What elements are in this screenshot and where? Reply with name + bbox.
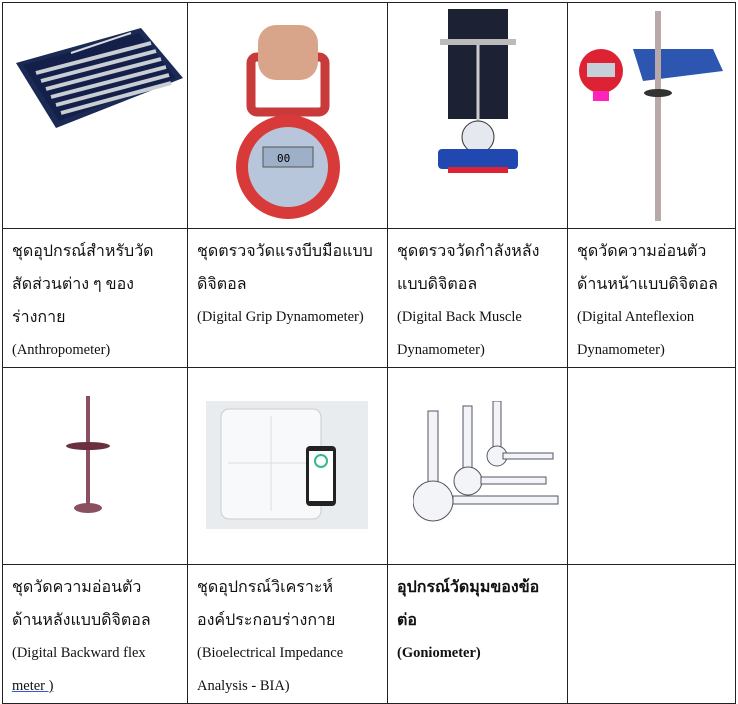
empty-cell [567, 564, 736, 704]
grip-display-value: 00 [277, 152, 290, 165]
goniometer-image [413, 401, 559, 522]
anthropometer-image-cell [2, 2, 188, 229]
english-label: meter ) [12, 678, 54, 694]
thai-label: ด้านหน้าแบบดิจิตอล [577, 276, 718, 293]
anteflexion-meter-image [579, 11, 723, 221]
thai-label: ชุดวัดความอ่อนตัว [577, 243, 707, 260]
empty-cell [567, 367, 736, 565]
anteflexion-cell: ชุดวัดความอ่อนตัว ด้านหน้าแบบดิจิตอล (Di… [567, 228, 736, 368]
thai-label: อุปกรณ์วัดมุมของข้อต่อ [397, 579, 540, 629]
bia-scale-image [206, 401, 368, 529]
grip-dynamometer-image: 00 [236, 25, 340, 219]
english-label: (Digital Grip Dynamometer) [197, 309, 364, 325]
thai-label: ชุดวัดความอ่อนตัว [12, 579, 142, 596]
thai-label: ชุดอุปกรณ์วิเคราะห์ [197, 579, 334, 596]
grip-dynamometer-image-cell: 00 [187, 2, 388, 229]
english-label: (Digital Back Muscle [397, 309, 522, 325]
english-label: Dynamometer) [577, 342, 665, 358]
thai-label: ดิจิตอล [197, 276, 247, 293]
thai-label: แบบดิจิตอล [397, 276, 478, 293]
thai-label: องค์ประกอบร่างกาย [197, 612, 336, 629]
backward-flex-meter-image [66, 396, 110, 513]
bia-cell: ชุดอุปกรณ์วิเคราะห์ องค์ประกอบร่างกาย (B… [187, 564, 388, 704]
grip-dynamometer-cell: ชุดตรวจวัดแรงบีบมือแบบ ดิจิตอล (Digital … [187, 228, 388, 368]
anthropometer-cell: ชุดอุปกรณ์สำหรับวัด สัดส่วนต่าง ๆ ของร่า… [2, 228, 188, 368]
english-label: Dynamometer) [397, 342, 485, 358]
back-dynamometer-image-cell [387, 2, 568, 229]
thai-label: ด้านหลังแบบดิจิตอล [12, 612, 151, 629]
bia-image-cell [187, 367, 388, 565]
english-label: (Digital Backward flex [12, 645, 146, 661]
english-label: Analysis - BIA) [197, 678, 290, 694]
back-dynamometer-cell: ชุดตรวจวัดกำลังหลัง แบบดิจิตอล (Digital … [387, 228, 568, 368]
goniometer-cell: อุปกรณ์วัดมุมของข้อต่อ (Goniometer) [387, 564, 568, 704]
backward-flex-cell: ชุดวัดความอ่อนตัว ด้านหลังแบบดิจิตอล (Di… [2, 564, 188, 704]
thai-label: สัดส่วนต่าง ๆ ของร่างกาย [12, 276, 134, 326]
anthropometer-case-image [16, 28, 183, 128]
goniometer-image-cell [387, 367, 568, 565]
anteflexion-image-cell [567, 2, 736, 229]
thai-label: ชุดตรวจวัดแรงบีบมือแบบ [197, 243, 373, 260]
english-label: (Bioelectrical Impedance [197, 645, 344, 661]
thai-label: ชุดตรวจวัดกำลังหลัง [397, 243, 540, 260]
english-label: (Goniometer) [397, 645, 481, 661]
backward-flex-image-cell [2, 367, 188, 565]
back-dynamometer-image [438, 9, 518, 173]
english-label: (Digital Anteflexion [577, 309, 695, 325]
english-label: (Anthropometer) [12, 342, 111, 358]
thai-label: ชุดอุปกรณ์สำหรับวัด [12, 243, 154, 260]
